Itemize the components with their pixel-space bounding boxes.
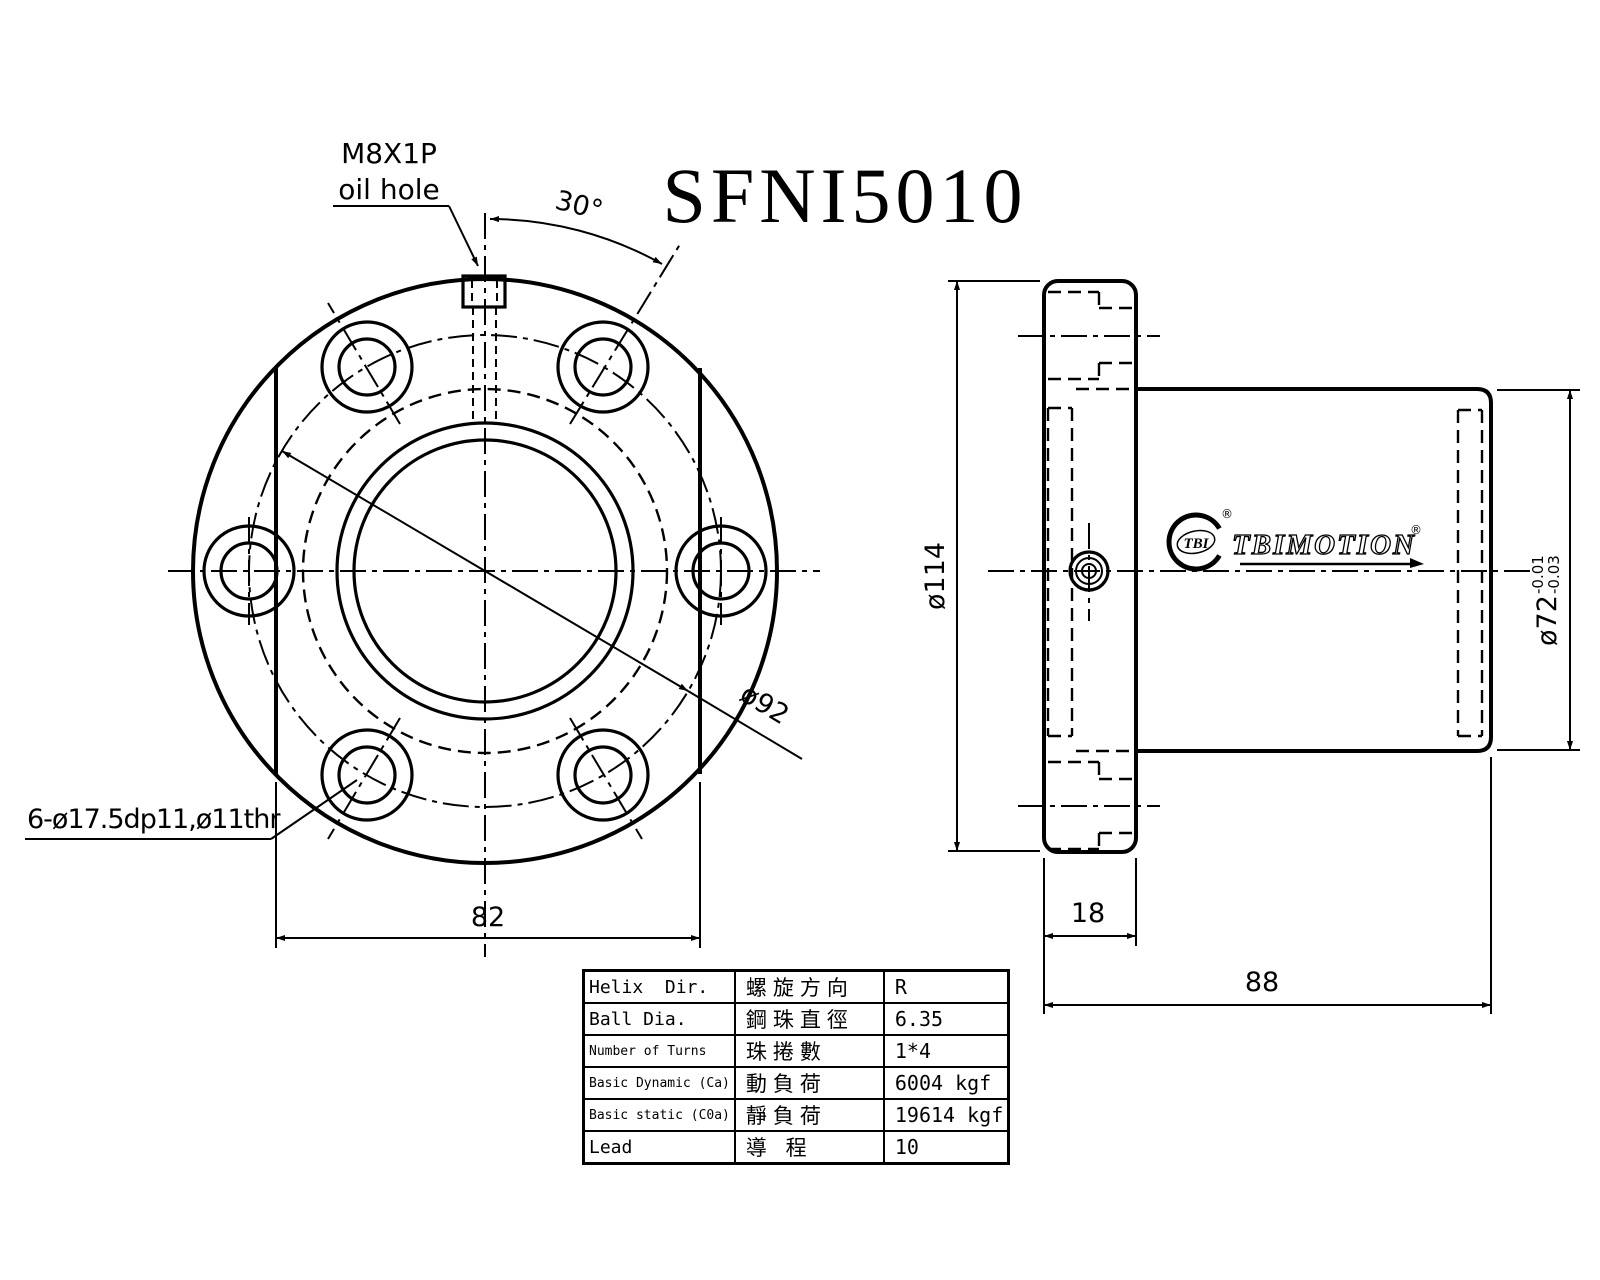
table-row: Number of Turns 珠捲數 1*4 [582,1034,1010,1068]
oil-hole-feature [461,274,507,420]
logo-tbi-oval [1176,529,1216,555]
bolt-hole-note: 6-ø17.5dp11,ø11thr [25,779,358,840]
bolt-hole-note-text: 6-ø17.5dp11,ø11thr [27,804,281,835]
body-outline [1136,387,1493,753]
hidden-seal-groove [1456,408,1484,738]
overall-length-dimension: 88 [1043,757,1492,1014]
table-row: Basic static (C0a) 靜負荷 19614 kgf [582,1098,1010,1132]
spec-zh: 靜負荷 [733,1098,885,1132]
spec-en: Helix Dir. [582,969,736,1004]
spec-value: 19614 kgf [882,1098,1010,1132]
spec-value: 1*4 [882,1034,1010,1068]
spec-value: 10 [882,1130,1010,1165]
angle-dimension: 30° [489,185,663,265]
spec-zh: 導 程 [733,1130,885,1165]
spec-table: Helix Dir. 螺旋方向 R Ball Dia. 鋼珠直徑 6.35 Nu… [582,969,1011,1165]
side-view: ø114 18 88 ø72 -0.01 -0.03 [920,279,1580,1014]
oil-hole-label: M8X1P oil hole [333,137,479,267]
table-row: Basic Dynamic (Ca) 動負荷 6004 kgf [582,1066,1010,1100]
flange-thickness-dim-text: 18 [1071,898,1105,929]
spec-en: Basic Dynamic (Ca) [582,1066,736,1100]
body-dia-tol-lower: -0.03 [1545,555,1563,594]
spec-zh: 珠捲數 [733,1034,885,1068]
body-dia-tol-upper: -0.01 [1529,555,1547,594]
page-title: SFNI5010 [662,152,1027,239]
logo-badge-text: TBI [1183,536,1209,552]
spec-value: 6.35 [882,1002,1010,1036]
angle-dim-text: 30° [552,185,606,227]
logo-c-ring [1166,512,1222,572]
spec-zh: 螺旋方向 [733,969,885,1004]
oil-hole-label-line2: oil hole [338,173,439,206]
hidden-hole-bottom [1018,760,1160,851]
logo-underline-arrow [1410,558,1424,568]
spec-en: Ball Dia. [582,1002,736,1036]
spec-value: R [882,969,1010,1004]
body-dia-dimension: ø72 -0.01 -0.03 [1497,389,1580,751]
spec-zh: 動負荷 [733,1066,885,1100]
flange-thickness-dimension: 18 [1043,858,1137,946]
tbimotion-logo: TBI ® TBIMOTION ® [1166,507,1424,572]
overall-length-dim-text: 88 [1245,967,1279,998]
flat-width-dimension: 82 [275,782,701,948]
logo-registered-wordmark: ® [1410,523,1422,537]
spec-en: Lead [582,1130,736,1165]
hidden-hole-top [1018,290,1160,381]
table-row: Ball Dia. 鋼珠直徑 6.35 [582,1002,1010,1036]
table-row: Lead 導 程 10 [582,1130,1010,1165]
spec-zh: 鋼珠直徑 [733,1002,885,1036]
logo-wordmark: TBIMOTION [1232,529,1416,561]
spec-en: Number of Turns [582,1034,736,1068]
flange-dia-dimension: ø114 [920,280,1040,852]
table-row: Helix Dir. 螺旋方向 R [582,969,1010,1004]
flat-width-dim-text: 82 [471,902,505,933]
logo-registered-badge: ® [1221,507,1233,521]
bolt-circle-dimension: ø92 [281,450,803,760]
flange-outline [1042,279,1138,854]
spec-en: Basic static (C0a) [582,1098,736,1132]
flange-dia-dim-text: ø114 [920,542,951,610]
body-dia-dim-text: ø72 [1532,595,1563,646]
front-view: 30° ø92 82 6-ø17.5dp11,ø11thr M8X1P oil … [25,137,820,957]
oil-hole-label-line1: M8X1P [341,137,437,170]
spec-value: 6004 kgf [882,1066,1010,1100]
